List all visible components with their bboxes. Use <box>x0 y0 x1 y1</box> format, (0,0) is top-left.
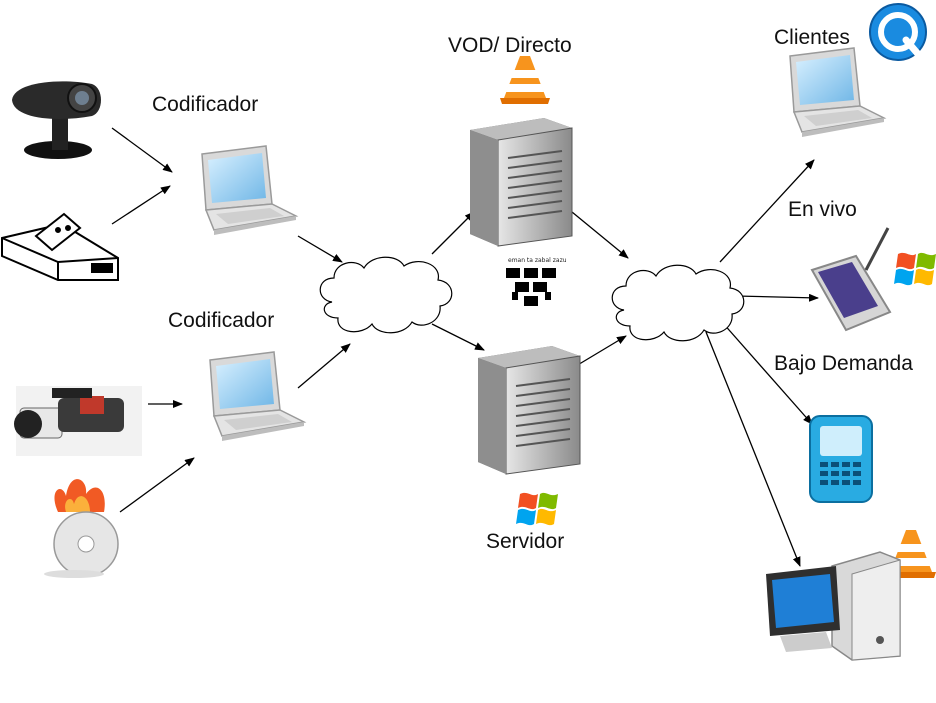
connection-arrows <box>111 127 819 567</box>
burning-disc-icon <box>44 479 119 578</box>
cloud-icon-right <box>611 264 745 342</box>
windows-logo-icon <box>516 492 558 526</box>
client-laptop-icon <box>789 47 885 138</box>
arrow-cloud-phone <box>721 321 813 425</box>
arrow-cloud-client-laptop <box>719 159 815 263</box>
arrow-dvd-encoder <box>111 185 171 225</box>
desktop-computer-icon <box>766 551 901 661</box>
smartphone-icon <box>809 415 873 503</box>
vod-server-icon <box>469 117 573 247</box>
arrow-cloud-server <box>431 323 485 351</box>
webcam-icon <box>12 81 101 159</box>
encoder-laptop-bottom <box>209 351 305 442</box>
on-demand-label: Bajo Demanda <box>774 352 913 375</box>
arrow-cloud-desktop <box>705 331 801 567</box>
encoder-laptop-top <box>201 145 297 236</box>
quicktime-logo-icon <box>869 3 927 61</box>
arrow-encoder1-cloud <box>297 235 343 263</box>
arrow-encoder2-cloud <box>297 343 351 389</box>
arrow-disc-encoder <box>119 457 195 513</box>
university-logo-motto: eman ta zabal zazu <box>508 257 567 264</box>
live-label: En vivo <box>788 198 857 221</box>
vlc-cone-icon <box>500 56 550 104</box>
server-label: Servidor <box>486 530 565 553</box>
pda-icon <box>810 227 892 332</box>
arrow-cloud-vodserver <box>431 211 475 255</box>
dvd-player-icon <box>0 212 119 281</box>
cloud-icon-left <box>319 256 453 334</box>
clients-label: Clientes <box>774 26 850 49</box>
arrow-webcam-encoder <box>111 127 173 173</box>
arrow-vodserver-cloud <box>571 211 629 259</box>
encoder-label-bottom: Codificador <box>168 309 275 332</box>
encoder-label-top: Codificador <box>152 93 259 116</box>
server-icon <box>477 345 581 475</box>
video-camera-icon <box>14 386 142 456</box>
university-logo <box>506 268 556 306</box>
windows-logo-icon-pda <box>894 252 936 286</box>
arrow-cloud-pda <box>735 293 819 302</box>
vod-live-label: VOD/ Directo <box>448 34 572 57</box>
arrow-server-cloud <box>575 335 627 367</box>
